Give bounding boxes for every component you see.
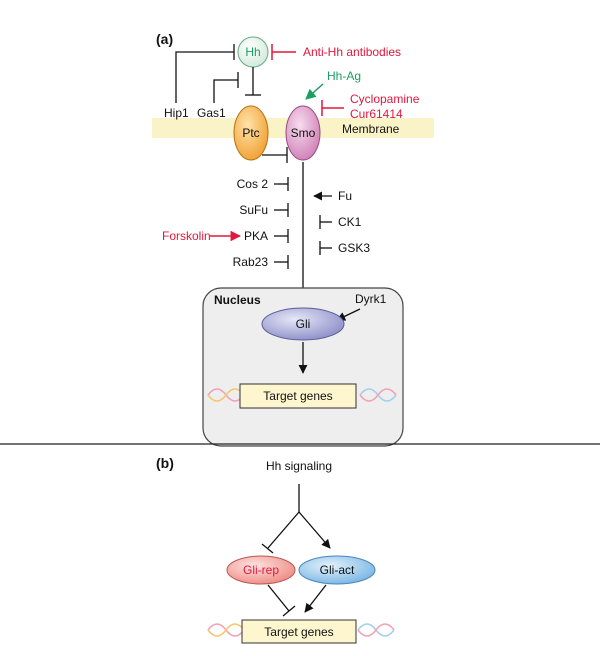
membrane-label: Membrane [342,122,400,136]
smo-receptor [285,105,321,161]
right-regulator-bars [319,215,332,255]
hh-ag-label: Hh-Ag [327,69,361,83]
panel-b-label: (b) [156,455,174,471]
target-genes-label-b: Target genes [264,625,333,639]
fu-label: Fu [338,189,352,203]
gli-rep-inhibits-target [267,584,296,617]
anti-hh-antibodies-label: Anti-Hh antibodies [303,45,401,59]
target-genes-box-b [241,619,357,644]
gas1-label: Gas1 [197,106,226,120]
sufu-label: SuFu [239,203,268,217]
nucleus-label: Nucleus [214,293,261,307]
gli-label: Gli [296,317,311,331]
gas1-inhibition [213,72,239,103]
gli-act-factor [298,555,376,585]
hh-label: Hh [245,45,260,59]
hip1-inhibition [175,44,235,103]
rab23-label: Rab23 [233,255,269,269]
smo-label: Smo [291,126,316,140]
dyrk1-label: Dyrk1 [355,292,387,306]
gli-rep-label: Gli-rep [243,563,279,577]
panel-a-label: (a) [156,31,173,47]
cur61414-label: Cur61414 [350,107,403,121]
branch-to-gli-act-arrow [298,511,331,549]
dna-helix-a [207,388,397,402]
hh-signaling-label: Hh signaling [266,459,332,473]
gli-act-label: Gli-act [320,563,355,577]
target-genes-box-a [239,383,357,409]
gsk3-label: GSK3 [338,241,370,255]
gli-rep-factor [226,555,296,585]
dna-helix-b [207,623,395,637]
hh-inhibits-ptc [245,67,261,96]
forskolin-label: Forskolin [162,229,211,243]
cyclopamine-label: Cyclopamine [350,92,420,106]
hh-ag-arrow [305,83,324,100]
pka-label: PKA [244,229,268,243]
ptc-inhibits-smo [262,147,288,163]
target-genes-label-a: Target genes [263,389,332,403]
gli-act-activates-target [304,584,327,613]
hip1-label: Hip1 [164,106,189,120]
smo-antagonist-inhibition [321,100,344,116]
anti-hh-inhibition [271,44,296,60]
ck1-label: CK1 [338,215,362,229]
ptc-receptor [233,105,269,161]
hh-signaling-branch [261,484,300,554]
ptc-label: Ptc [242,126,259,140]
left-regulator-bars [274,177,289,269]
gli-factor [261,307,345,341]
cos2-label: Cos 2 [237,177,269,191]
